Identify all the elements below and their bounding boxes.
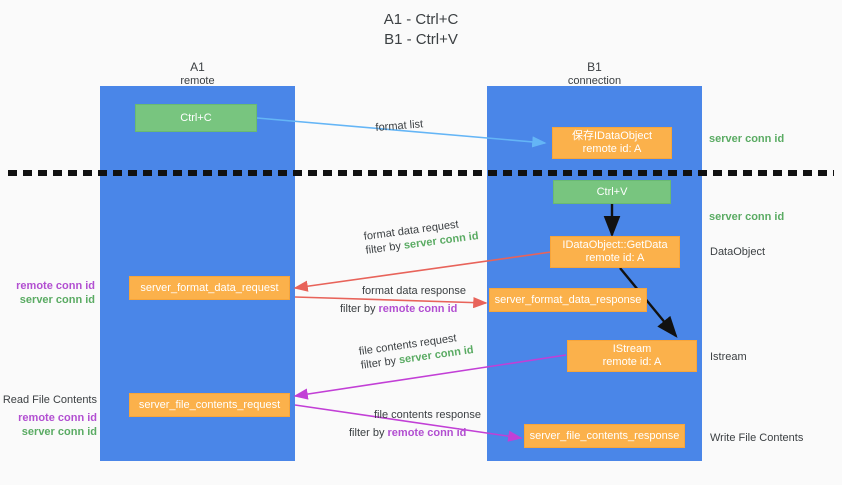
node-ctrl-c-label: Ctrl+C <box>180 111 212 124</box>
node-server-file-contents-response-label: server_file_contents_response <box>529 429 680 442</box>
edge-label-file-contents-request: file contents request filter by server c… <box>358 332 475 372</box>
node-server-format-data-response-label: server_format_data_response <box>494 293 642 306</box>
column-b1-name: B1 <box>587 60 602 74</box>
filter-value-remote-conn-id-2: remote conn id <box>387 427 467 439</box>
edge-label-format-data-request: format data request filter by server con… <box>363 218 480 257</box>
node-server-file-contents-response[interactable]: server_file_contents_response <box>524 424 685 448</box>
note-left-remote-conn-id-low: remote conn id <box>18 412 97 424</box>
diagram-title: A1 - Ctrl+C B1 - Ctrl+V <box>0 10 842 50</box>
note-istream: Istream <box>710 351 747 363</box>
note-left-remote-conn-id-mid: remote conn id <box>16 280 95 292</box>
note-left-server-conn-id-low: server conn id <box>21 426 97 438</box>
title-line-1: A1 - Ctrl+C <box>383 11 459 28</box>
edge-label-format-data-response: format data response filter by remote co… <box>340 285 466 315</box>
note-left-conn-ids-mid: remote conn id server conn id <box>0 279 95 307</box>
column-header-b1: B1 connection <box>487 60 702 88</box>
node-server-format-data-request-label: server_format_data_request <box>140 281 279 294</box>
node-istream-line2: remote id: A <box>602 356 662 368</box>
node-getdata-line1: IDataObject::GetData <box>562 239 668 251</box>
node-ctrl-v[interactable]: Ctrl+V <box>553 180 671 204</box>
node-save-idataobject-line1: 保存IDataObject <box>571 130 653 142</box>
node-istream[interactable]: IStream remote id: A <box>567 340 697 372</box>
node-getdata[interactable]: IDataObject::GetData remote id: A <box>550 236 680 268</box>
note-left-read-file-contents-group: Read File Contents remote conn id server… <box>0 393 97 439</box>
node-save-idataobject-line2: remote id: A <box>582 143 642 155</box>
note-server-conn-id-mid: server conn id <box>709 211 785 223</box>
node-server-format-data-response[interactable]: server_format_data_response <box>489 288 647 312</box>
column-a1-sub: remote <box>180 75 215 87</box>
column-header-a1: A1 remote <box>100 60 295 88</box>
node-server-format-data-request[interactable]: server_format_data_request <box>129 276 290 300</box>
edge-label-file-contents-response: file contents response filter by remote … <box>349 409 482 439</box>
filter-value-remote-conn-id-1: remote conn id <box>378 303 458 315</box>
node-server-file-contents-request[interactable]: server_file_contents_request <box>129 393 290 417</box>
node-ctrl-v-label: Ctrl+V <box>596 185 628 198</box>
column-a1-name: A1 <box>190 60 205 74</box>
node-ctrl-c[interactable]: Ctrl+C <box>135 104 257 132</box>
note-left-server-conn-id-mid: server conn id <box>19 294 95 306</box>
node-istream-line1: IStream <box>612 343 652 355</box>
edge-label-format-list: format list <box>375 118 424 134</box>
note-write-file-contents: Write File Contents <box>710 432 804 444</box>
note-read-file-contents: Read File Contents <box>2 394 97 406</box>
phase-divider <box>8 170 834 176</box>
column-b1-sub: connection <box>567 75 622 87</box>
note-dataobject: DataObject <box>710 246 766 258</box>
node-server-file-contents-request-label: server_file_contents_request <box>138 398 281 411</box>
node-save-idataobject[interactable]: 保存IDataObject remote id: A <box>552 127 672 159</box>
title-line-2: B1 - Ctrl+V <box>384 31 458 48</box>
node-getdata-line2: remote id: A <box>585 252 645 264</box>
note-server-conn-id-top: server conn id <box>709 133 785 145</box>
